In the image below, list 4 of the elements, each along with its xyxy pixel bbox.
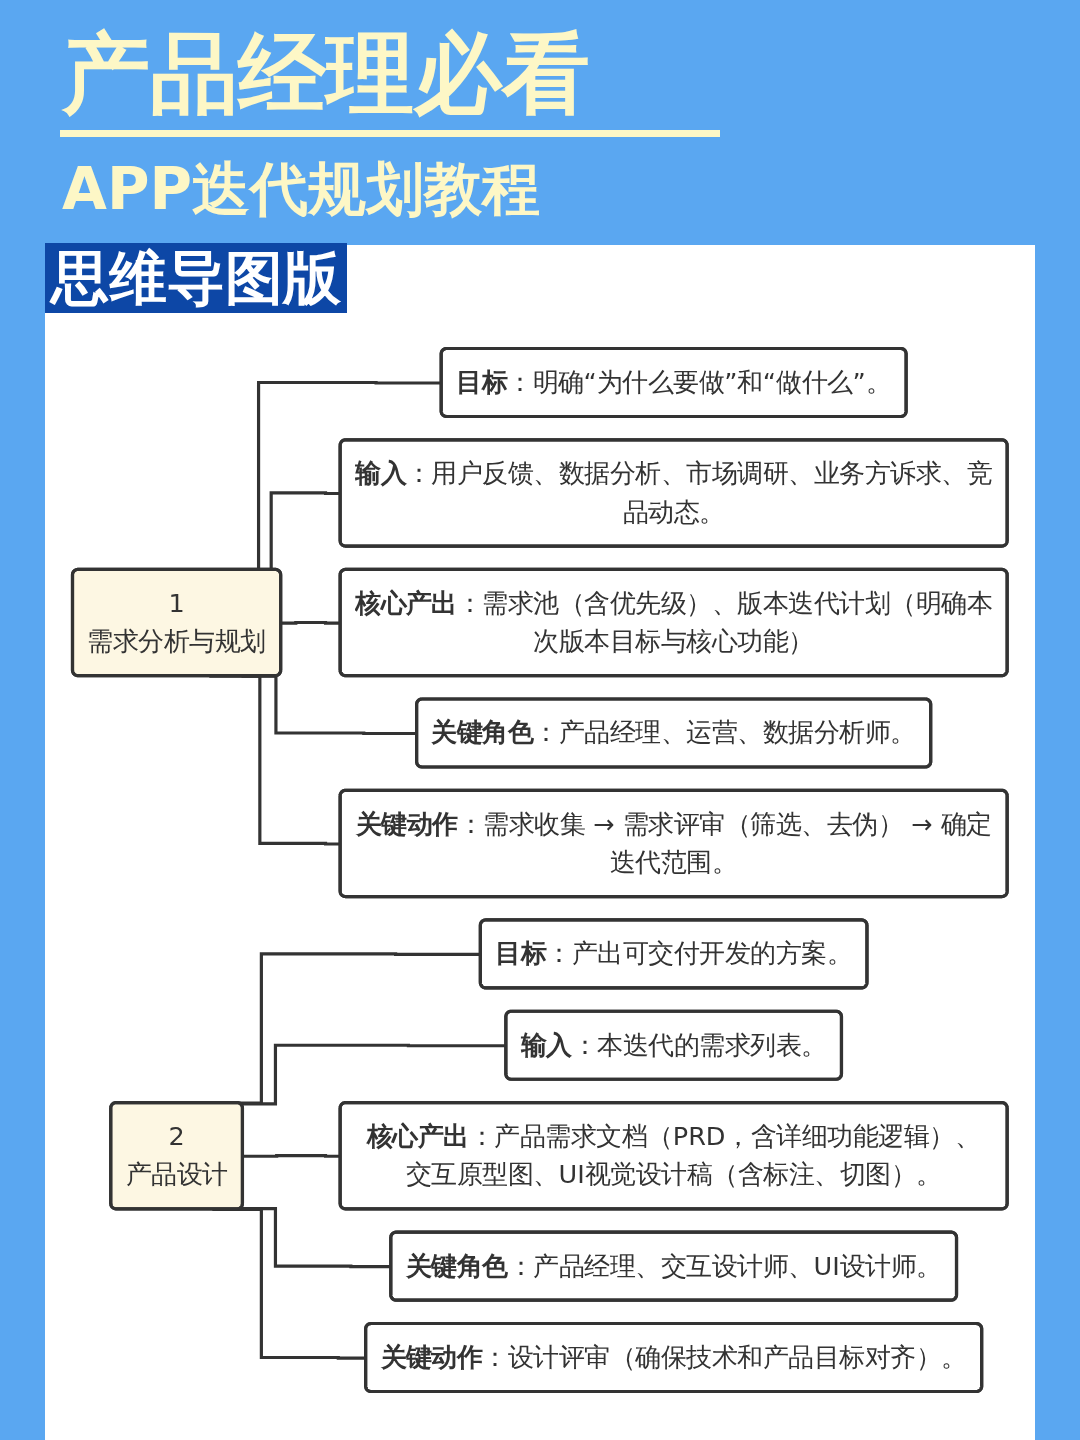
title: 产品经理必看 (62, 22, 590, 126)
connector (240, 1206, 392, 1269)
version-tag: 思维导图版 (45, 243, 347, 313)
subtitle: APP迭代规划教程 (62, 154, 540, 225)
